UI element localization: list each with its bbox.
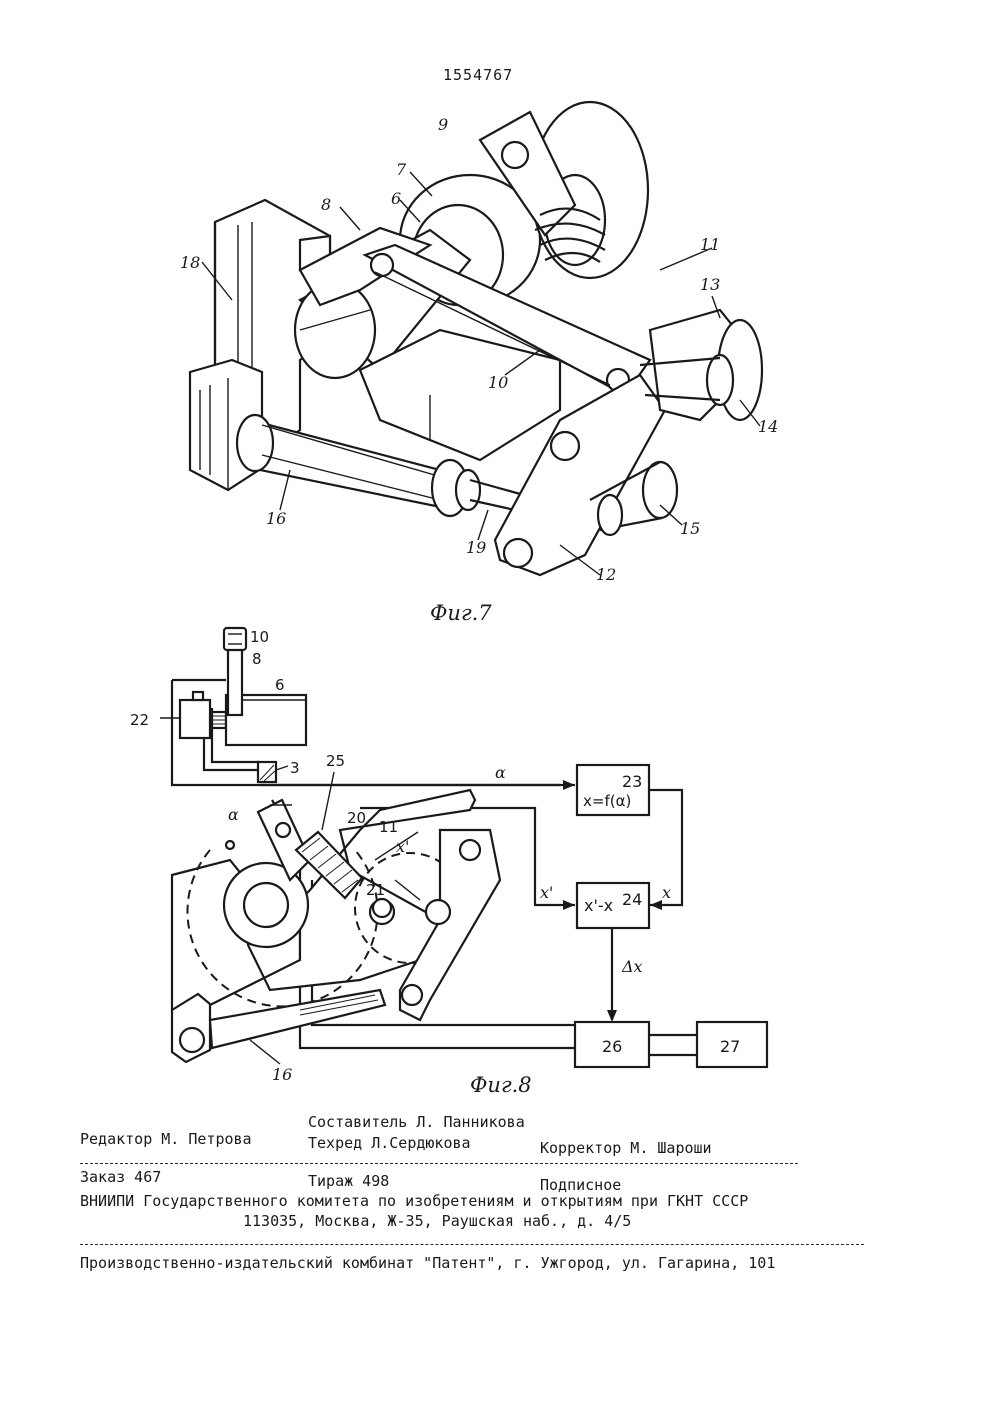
fig8-mechanism [172, 790, 500, 1020]
fig7-label-7: 7 [396, 160, 407, 179]
fig8-block-24: x'-x 24 [577, 883, 649, 928]
block-27-num: 27 [720, 1037, 740, 1056]
imprint-techred: Техред Л.Сердюкова [308, 1134, 471, 1152]
fig7-label-9: 9 [438, 115, 448, 134]
fig7-label-13: 13 [700, 275, 720, 294]
fig8-label-21: 21 [366, 881, 385, 899]
block-24-formula: x'-x [584, 896, 613, 915]
fig7-label-19: 19 [466, 538, 486, 557]
block-24-num: 24 [622, 890, 642, 909]
imprint-rule-2 [80, 1244, 864, 1245]
fig8-label-20: 20 [347, 809, 366, 827]
fig7-label-16: 16 [266, 509, 286, 528]
fig8-label-22: 22 [130, 711, 149, 729]
imprint-org: ВНИИПИ Государственного комитета по изоб… [80, 1192, 748, 1210]
fig8-block-26: 26 [575, 1022, 649, 1067]
fig8-label-11: 11 [379, 818, 398, 836]
imprint-compiler: Составитель Л. Панникова [308, 1113, 525, 1131]
fig8-signal-dx: Δx [621, 957, 643, 976]
fig7-caption: Фиг.7 [430, 601, 492, 625]
fig7-label-6: 6 [391, 189, 401, 208]
fig8-label-3: 3 [290, 759, 300, 777]
imprint-circulation: Тираж 498 [308, 1172, 389, 1190]
fig8-lever-8 [224, 628, 246, 715]
fig7-label-18: 18 [180, 253, 200, 272]
fig7-shaft-14 [640, 310, 762, 420]
fig8-label-25: 25 [326, 752, 345, 770]
imprint-order: Заказ 467 [80, 1168, 161, 1186]
imprint-editor: Редактор М. Петрова [80, 1130, 252, 1148]
fig7-label-10: 10 [488, 373, 508, 392]
imprint-corrector: Корректор М. Шароши [540, 1139, 712, 1157]
fig8-signal-xprime-top: x' [396, 837, 409, 856]
fig7-label-15: 15 [680, 519, 700, 538]
fig8-signal-alpha: α [495, 763, 506, 782]
fig8-signal-x: x [662, 883, 671, 902]
fig8-signal-xprime: x' [540, 883, 553, 902]
fig8-block-23: 23 x=f(α) [577, 765, 649, 815]
fig7-label-8: 8 [321, 195, 331, 214]
fig8-label-6: 6 [275, 676, 285, 694]
imprint-rule-1 [80, 1163, 798, 1164]
fig7-label-14: 14 [758, 417, 778, 436]
imprint-address: 113035, Москва, Ж-35, Раушская наб., д. … [243, 1212, 631, 1230]
fig8-signal-alpha-angle: α [228, 805, 239, 824]
block-26-num: 26 [602, 1037, 622, 1056]
block-23-num: 23 [622, 772, 642, 791]
fig8-caption: Фиг.8 [470, 1073, 532, 1097]
fig8-block-27: 27 [697, 1022, 767, 1067]
fig8-label-10: 10 [250, 628, 269, 646]
imprint-publisher: Производственно-издательский комбинат "П… [80, 1254, 775, 1272]
fig8-label-16: 16 [272, 1065, 292, 1084]
fig8-label-8: 8 [252, 650, 262, 668]
block-23-formula: x=f(α) [583, 792, 631, 810]
